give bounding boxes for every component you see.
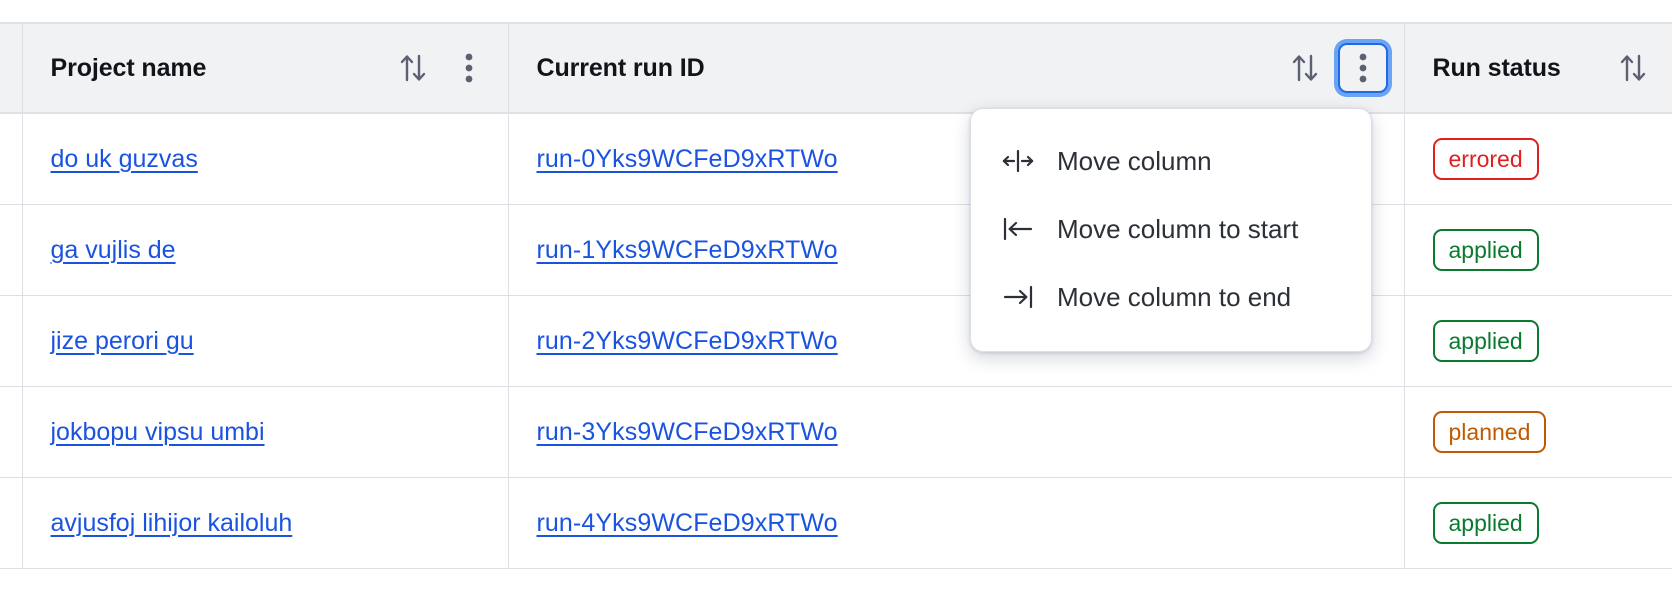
- table-row: jize perori gu run-2Yks9WCFeD9xRTWo appl…: [0, 295, 1672, 387]
- column-header-run-status[interactable]: Run status: [1404, 22, 1672, 114]
- cell-run-status: applied: [1404, 204, 1672, 296]
- menu-item-label: Move column to start: [1057, 213, 1299, 244]
- column-header-current-run-id[interactable]: Current run ID: [508, 22, 1405, 114]
- menu-item-move-column-to-end[interactable]: Move column to end: [971, 263, 1371, 331]
- cell-run-status: errored: [1404, 113, 1672, 205]
- menu-item-move-column-to-start[interactable]: Move column to start: [971, 195, 1371, 263]
- table-row: do uk guzvas run-0Yks9WCFeD9xRTWo errore…: [0, 113, 1672, 205]
- row-gutter-cell: [0, 113, 23, 205]
- cell-run-status: applied: [1404, 295, 1672, 387]
- table-header: Project name: [0, 22, 1672, 114]
- column-header-project-name[interactable]: Project name: [22, 22, 509, 114]
- cell-current-run-id: run-3Yks9WCFeD9xRTWo: [508, 386, 1405, 478]
- table-row: avjusfoj lihijor kailoluh run-4Yks9WCFeD…: [0, 477, 1672, 569]
- move-column-icon: [1001, 148, 1035, 174]
- run-id-link[interactable]: run-3Yks9WCFeD9xRTWo: [536, 417, 838, 446]
- cell-project-name: do uk guzvas: [22, 113, 509, 205]
- cell-current-run-id: run-4Yks9WCFeD9xRTWo: [508, 477, 1405, 569]
- status-badge: applied: [1432, 502, 1539, 544]
- cell-project-name: avjusfoj lihijor kailoluh: [22, 477, 509, 569]
- project-name-link[interactable]: ga vujlis de: [50, 235, 176, 264]
- menu-item-label: Move column: [1057, 145, 1212, 176]
- cell-project-name: jize perori gu: [22, 295, 509, 387]
- status-badge: planned: [1432, 411, 1547, 453]
- run-id-link[interactable]: run-2Yks9WCFeD9xRTWo: [536, 326, 838, 355]
- sort-updown-icon[interactable]: [1282, 45, 1328, 91]
- run-id-link[interactable]: run-0Yks9WCFeD9xRTWo: [536, 144, 838, 173]
- cell-project-name: ga vujlis de: [22, 204, 509, 296]
- column-options-menu: Move column Move column to start: [970, 108, 1372, 352]
- menu-item-move-column[interactable]: Move column: [971, 127, 1371, 195]
- projects-table: Project name: [0, 22, 1672, 569]
- menu-item-label: Move column to end: [1057, 281, 1292, 312]
- move-column-to-end-icon: [1001, 284, 1035, 310]
- project-name-link[interactable]: do uk guzvas: [50, 144, 198, 173]
- column-header-tools-project-name: [390, 45, 492, 91]
- sort-updown-icon[interactable]: [1610, 45, 1656, 91]
- table-body: do uk guzvas run-0Yks9WCFeD9xRTWo errore…: [0, 113, 1672, 569]
- status-badge: applied: [1432, 320, 1539, 362]
- column-header-gutter: [0, 22, 23, 114]
- row-gutter-cell: [0, 477, 23, 569]
- table-row: ga vujlis de run-1Yks9WCFeD9xRTWo applie…: [0, 204, 1672, 296]
- project-name-link[interactable]: avjusfoj lihijor kailoluh: [50, 508, 293, 537]
- project-name-link[interactable]: jokbopu vipsu umbi: [50, 417, 265, 446]
- cell-run-status: applied: [1404, 477, 1672, 569]
- status-badge: errored: [1432, 138, 1539, 180]
- run-id-link[interactable]: run-1Yks9WCFeD9xRTWo: [536, 235, 838, 264]
- cell-run-status: planned: [1404, 386, 1672, 478]
- status-badge: applied: [1432, 229, 1539, 271]
- table-row: jokbopu vipsu umbi run-3Yks9WCFeD9xRTWo …: [0, 386, 1672, 478]
- move-column-to-start-icon: [1001, 216, 1035, 242]
- kebab-menu-icon[interactable]: [446, 45, 492, 91]
- column-header-label-project-name: Project name: [50, 53, 207, 82]
- cell-project-name: jokbopu vipsu umbi: [22, 386, 509, 478]
- row-gutter-cell: [0, 386, 23, 478]
- kebab-menu-icon[interactable]: [1337, 43, 1388, 93]
- table-header-row: Project name: [0, 22, 1672, 114]
- project-name-link[interactable]: jize perori gu: [50, 326, 194, 355]
- column-header-label-run-status: Run status: [1432, 53, 1561, 82]
- column-header-tools-run-status: [1610, 45, 1656, 91]
- row-gutter-cell: [0, 204, 23, 296]
- sort-updown-icon[interactable]: [390, 45, 436, 91]
- row-gutter-cell: [0, 295, 23, 387]
- column-header-label-current-run-id: Current run ID: [536, 53, 705, 82]
- column-header-tools-current-run-id: [1282, 43, 1388, 93]
- run-id-link[interactable]: run-4Yks9WCFeD9xRTWo: [536, 508, 838, 537]
